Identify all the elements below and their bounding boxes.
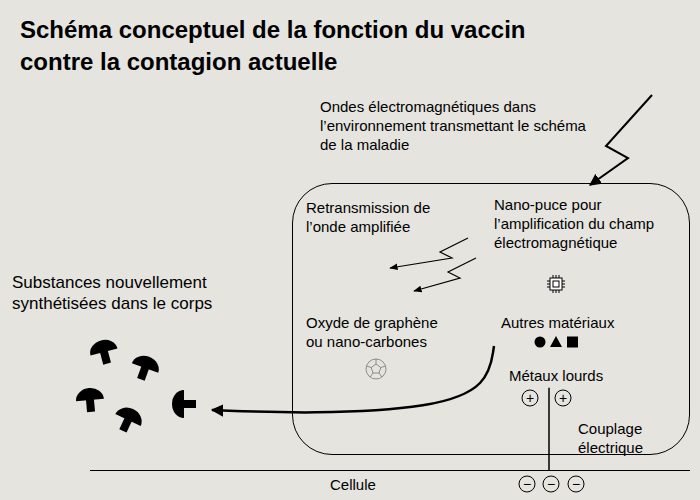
node-text: Nano-puce pour l’amplification du champ … [494,196,662,252]
component-label: Métaux lourds [509,367,629,386]
charge-circles [519,390,584,492]
connector [212,346,494,412]
charge-sign: + [522,390,538,406]
label-holder: Ondes électromagnétiques dans l’environn… [320,98,590,154]
chip-icon [547,275,565,293]
charge-sign: − [543,476,559,492]
node-text: Cellule [330,476,690,495]
lightning-arrow [590,95,652,185]
node-text: Substances nouvellement synthétisées dan… [12,272,287,315]
wave-arrow [390,238,468,268]
wave-arrow [414,258,476,291]
mushroom-molecules [75,337,196,437]
component-label: Oxyde de graphène ou nano-carbones [306,314,446,352]
label-holder: + [555,390,571,406]
edge-label: Couplage électrique [578,420,678,458]
charge-sign: + [555,390,571,406]
wave-note: Ondes électromagnétiques dans l’environn… [320,98,590,154]
connector [548,388,550,470]
node-text: Retransmission de l’onde amplifiée [306,199,456,237]
label-holder: − [568,476,584,492]
product-label: Substances nouvellement synthétisées dan… [12,272,287,315]
diagram-title: Schéma conceptuel de la fonction du vacc… [20,14,600,79]
vaccine-frame: Retransmission de l’onde amplifiée Nano-p… [292,183,690,455]
title-holder: Schéma conceptuel de la fonction du vacc… [20,14,600,79]
node-text: Métaux lourds [509,367,629,386]
node-text: Oxyde de graphène ou nano-carbones [306,314,446,352]
charge-sign: − [519,476,535,492]
component-label: Retransmission de l’onde amplifiée [306,199,456,237]
node-text: Autres matériaux [501,314,651,333]
label-holder: − [543,476,559,492]
label-holder: + [522,390,538,406]
charge-sign: − [568,476,584,492]
component-label: Nano-puce pour l’amplification du champ … [494,196,662,252]
edge-label-holder: Couplage électrique [578,420,678,458]
material-shapes [535,336,579,348]
cell-band: Cellule [90,470,690,500]
component-label: Autres matériaux [501,314,651,333]
label-holder: − [519,476,535,492]
fullerene-icon [366,359,386,379]
